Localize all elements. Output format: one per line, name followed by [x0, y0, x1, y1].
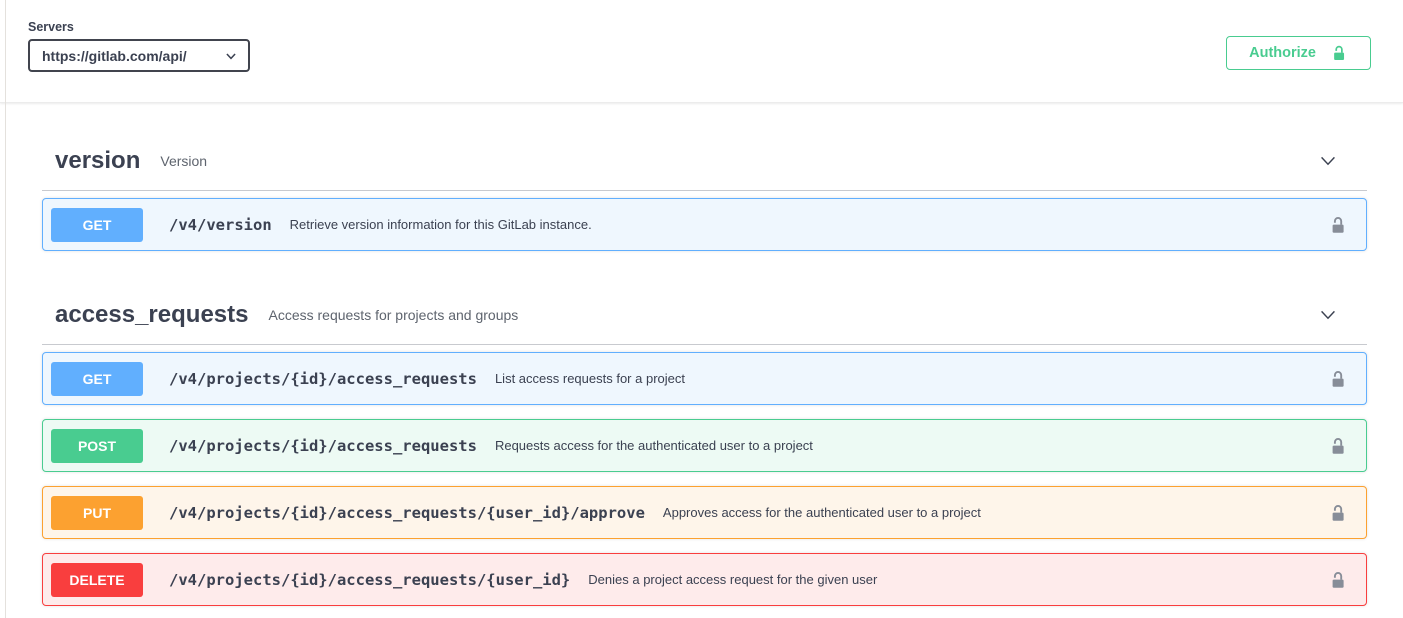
auth-lock-button[interactable]	[1328, 436, 1348, 456]
servers-block: Servers https://gitlab.com/api/	[28, 20, 250, 72]
operation-summary: Approves access for the authenticated us…	[662, 505, 981, 520]
method-badge: PUT	[51, 495, 143, 530]
lock-open-icon	[1331, 504, 1345, 522]
server-select[interactable]: https://gitlab.com/api/	[28, 39, 250, 72]
auth-lock-button[interactable]	[1328, 369, 1348, 389]
chevron-down-icon[interactable]	[1317, 150, 1339, 172]
lock-open-icon	[1331, 437, 1345, 455]
operation-path: /v4/version	[169, 215, 272, 234]
servers-label: Servers	[28, 20, 74, 34]
operation-path: /v4/projects/{id}/access_requests	[169, 436, 477, 455]
authorize-label: Authorize	[1249, 45, 1316, 61]
operations-list: GET /v4/projects/{id}/access_requests Li…	[42, 345, 1367, 606]
operation-summary: List access requests for a project	[494, 371, 685, 386]
operation-row-put-approve[interactable]: PUT /v4/projects/{id}/access_requests/{u…	[42, 486, 1367, 539]
auth-lock-button[interactable]	[1328, 503, 1348, 523]
section-title: version	[55, 147, 141, 174]
method-badge: GET	[51, 207, 143, 242]
lock-open-icon	[1331, 370, 1345, 388]
operation-row-get-access-requests[interactable]: GET /v4/projects/{id}/access_requests Li…	[42, 352, 1367, 405]
api-sections: version Version GET /v4/version Retrieve…	[0, 103, 1403, 606]
auth-lock-button[interactable]	[1328, 570, 1348, 590]
operation-row-post-access-requests[interactable]: POST /v4/projects/{id}/access_requests R…	[42, 419, 1367, 472]
chevron-down-icon	[224, 49, 238, 63]
operation-path: /v4/projects/{id}/access_requests	[169, 369, 477, 388]
authorize-button[interactable]: Authorize	[1226, 36, 1371, 70]
operation-summary: Denies a project access request for the …	[588, 572, 878, 587]
scheme-container: Servers https://gitlab.com/api/ Authoriz…	[0, 0, 1403, 103]
method-badge: GET	[51, 361, 143, 396]
lock-open-icon	[1331, 571, 1345, 589]
method-badge: DELETE	[51, 562, 143, 597]
section-header-access-requests[interactable]: access_requests Access requests for proj…	[42, 287, 1367, 345]
operations-list: GET /v4/version Retrieve version informa…	[42, 191, 1367, 251]
lock-open-icon	[1331, 216, 1345, 234]
server-select-value: https://gitlab.com/api/	[42, 47, 187, 64]
unlock-icon	[1330, 44, 1348, 62]
section-description: Version	[160, 153, 208, 169]
chevron-down-icon[interactable]	[1317, 304, 1339, 326]
operation-path: /v4/projects/{id}/access_requests/{user_…	[169, 503, 645, 522]
method-badge: POST	[51, 428, 143, 463]
operation-row-get-version[interactable]: GET /v4/version Retrieve version informa…	[42, 198, 1367, 251]
section-title: access_requests	[55, 301, 249, 328]
operation-summary: Retrieve version information for this Gi…	[289, 217, 592, 232]
section-description: Access requests for projects and groups	[268, 307, 519, 323]
section-version: version Version GET /v4/version Retrieve…	[42, 111, 1367, 251]
auth-lock-button[interactable]	[1328, 215, 1348, 235]
operation-row-delete-access-request[interactable]: DELETE /v4/projects/{id}/access_requests…	[42, 553, 1367, 606]
operation-path: /v4/projects/{id}/access_requests/{user_…	[169, 570, 571, 589]
section-access-requests: access_requests Access requests for proj…	[42, 265, 1367, 606]
section-header-version[interactable]: version Version	[42, 133, 1367, 191]
window-edge	[5, 0, 6, 618]
operation-summary: Requests access for the authenticated us…	[494, 438, 813, 453]
